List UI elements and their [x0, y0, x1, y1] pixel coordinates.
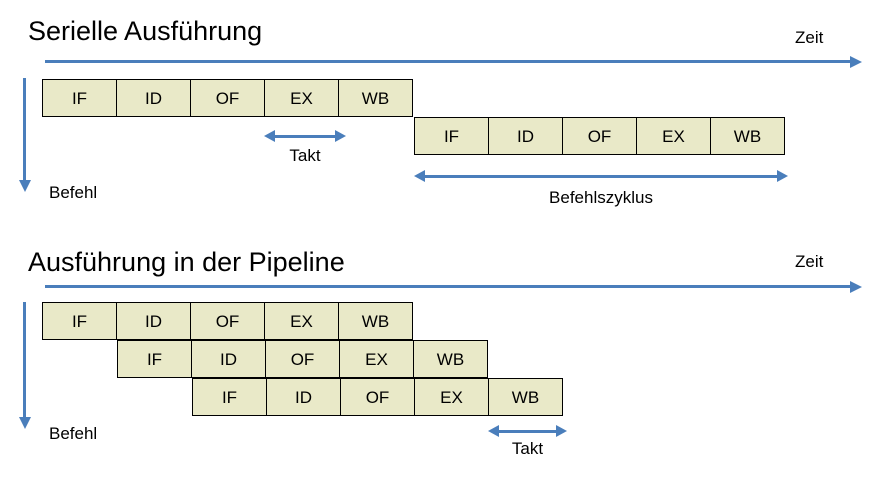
stage-cell: IF — [42, 79, 117, 117]
time-axis-line-serial — [45, 60, 850, 63]
stage-cell: IF — [414, 117, 489, 155]
stage-cell: OF — [190, 79, 265, 117]
stage-cell: ID — [116, 302, 191, 340]
stage-cell: IF — [42, 302, 117, 340]
stage-cell: EX — [264, 302, 339, 340]
table-row: IF ID OF EX WB — [42, 79, 413, 117]
measure-befehlszyklus: Befehlszyklus — [414, 168, 788, 212]
arrow-right-head-icon — [335, 130, 346, 142]
instruction-axis-label-serial: Befehl — [49, 183, 98, 202]
measure-label-takt: Takt — [289, 146, 321, 165]
table-row: IF ID OF EX WB — [117, 340, 488, 378]
time-axis-label-pipeline: Zeit — [795, 252, 824, 271]
arrow-right-head-icon — [556, 425, 567, 437]
arrow-right-head-icon — [777, 170, 788, 182]
measure-line — [272, 134, 338, 138]
measure-label-befehlszyklus: Befehlszyklus — [549, 188, 653, 207]
stage-cell: ID — [266, 378, 341, 416]
stage-cell: ID — [191, 340, 266, 378]
stage-cell: EX — [264, 79, 339, 117]
arrow-left-head-icon — [414, 170, 425, 182]
stage-cell: OF — [562, 117, 637, 155]
stage-cell: EX — [636, 117, 711, 155]
measure-line — [422, 174, 780, 178]
stage-cell: IF — [192, 378, 267, 416]
measure-takt-serial: Takt — [264, 128, 346, 170]
stage-cell: WB — [710, 117, 785, 155]
table-row: IF ID OF EX WB — [192, 378, 563, 416]
time-axis-arrowhead-pipeline — [850, 280, 862, 293]
stage-cell: EX — [339, 340, 414, 378]
stage-cell: OF — [190, 302, 265, 340]
time-axis-line-pipeline — [45, 285, 850, 288]
stage-cell: WB — [338, 79, 413, 117]
instruction-axis-label-pipeline: Befehl — [49, 424, 98, 443]
page-title-pipeline: Ausführung in der Pipeline — [28, 247, 345, 277]
stage-cell: ID — [488, 117, 563, 155]
table-row: IF ID OF EX WB — [42, 302, 413, 340]
arrow-left-head-icon — [264, 130, 275, 142]
page-title-serial: Serielle Ausführung — [28, 16, 263, 46]
arrow-left-head-icon — [488, 425, 499, 437]
measure-label-takt: Takt — [511, 439, 544, 458]
measure-line — [496, 429, 559, 433]
stage-cell: WB — [338, 302, 413, 340]
stage-cell: OF — [340, 378, 415, 416]
instruction-axis-line-pipeline — [23, 302, 26, 419]
stage-cell: OF — [265, 340, 340, 378]
time-axis-arrowhead-serial — [850, 55, 862, 68]
instruction-axis-arrowhead-pipeline — [18, 417, 31, 429]
stage-cell: ID — [116, 79, 191, 117]
stage-cell: IF — [117, 340, 192, 378]
table-row: IF ID OF EX WB — [414, 117, 785, 155]
instruction-axis-line-serial — [23, 78, 26, 182]
stage-cell: EX — [414, 378, 489, 416]
stage-cell: WB — [413, 340, 488, 378]
measure-takt-pipeline: Takt — [488, 423, 567, 465]
stage-cell: WB — [488, 378, 563, 416]
instruction-axis-arrowhead-serial — [18, 180, 31, 192]
time-axis-label-serial: Zeit — [795, 28, 824, 47]
